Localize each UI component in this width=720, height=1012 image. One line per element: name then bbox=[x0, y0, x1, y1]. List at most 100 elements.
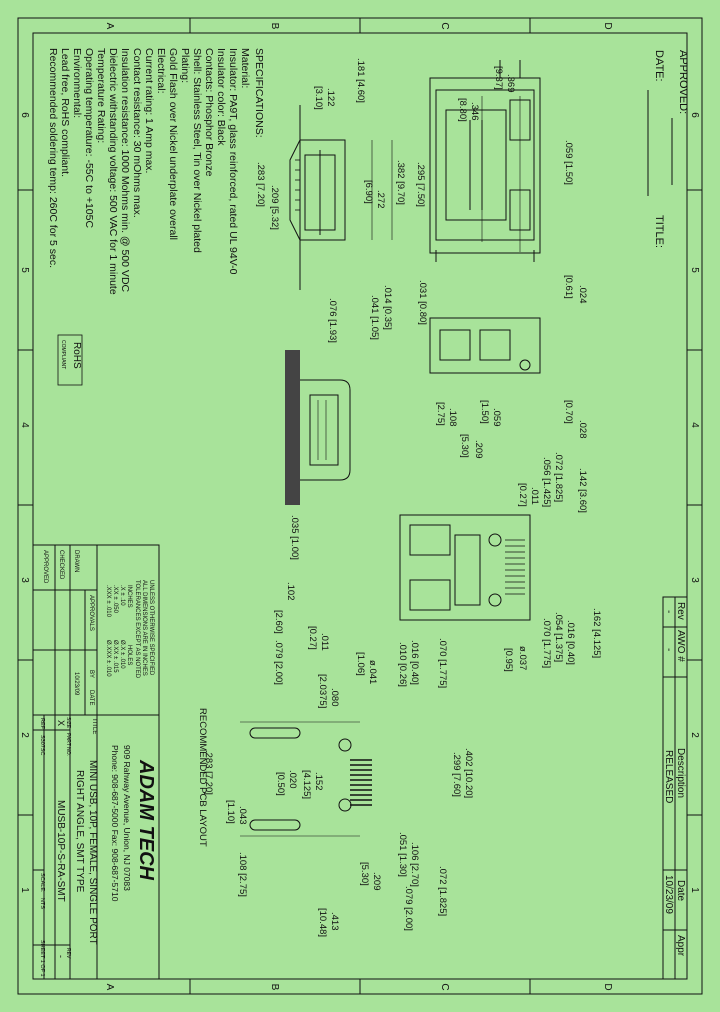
zone-d-bottom: D bbox=[602, 983, 613, 990]
spec-line-0: Material: bbox=[239, 48, 251, 88]
dim-413: .413 bbox=[329, 912, 340, 931]
dim-041b: ø.041 bbox=[367, 660, 378, 684]
title-label: TITLE: bbox=[653, 215, 665, 248]
tol-row-2: .XXX ± .010 bbox=[105, 585, 111, 618]
ref-label: REF: bbox=[39, 718, 45, 731]
size-value: X bbox=[56, 720, 66, 726]
spec-line-13: Operating temperature: -55C to +105C bbox=[83, 48, 95, 228]
dim-260: [2.60] bbox=[273, 610, 284, 634]
dim-2037: [2.0375] bbox=[317, 674, 328, 708]
zone-5-right: 5 bbox=[689, 267, 700, 273]
connector-cross-section bbox=[285, 350, 351, 505]
drawn-date: 10/23/09 bbox=[73, 672, 79, 696]
dim-024: .024 bbox=[577, 285, 588, 304]
dim-937: [9.37] bbox=[493, 66, 504, 90]
connector-side-view bbox=[289, 105, 346, 290]
dim-027: [0.27] bbox=[517, 483, 528, 507]
dim-402: .402 [10.20] bbox=[463, 748, 474, 798]
rev-header-appr: Appr bbox=[675, 935, 686, 957]
dim-880: [8.80] bbox=[457, 98, 468, 122]
rev-header-awo: AWO # bbox=[675, 630, 686, 662]
part-no-label: PART NO. bbox=[65, 733, 71, 756]
zone-ticks bbox=[18, 18, 702, 994]
rev-row-date: 10/23/09 bbox=[663, 875, 674, 914]
dim-299: .299 [7.60] bbox=[451, 752, 462, 797]
dim-014: .014 [0.35] bbox=[382, 285, 393, 330]
dim-079: .079 [2.00] bbox=[273, 640, 284, 685]
pcb-layout bbox=[240, 721, 372, 837]
spec-line-3: Contacts: Phosphor Bronze bbox=[203, 48, 215, 177]
dim-4125: [4.125] bbox=[301, 770, 312, 799]
company-phone: Phone: 908-687-5000 Fax: 908-687-5710 bbox=[110, 745, 120, 902]
zone-3-left: 3 bbox=[19, 577, 30, 583]
spec-line-9: Contact resistance: 30 mOhms max. bbox=[131, 48, 143, 218]
rev-row-awo: - bbox=[663, 648, 674, 651]
dim-283: .283 [7.20] bbox=[255, 162, 266, 207]
approved-label: APPROVED: bbox=[677, 50, 689, 114]
dim-011b: .011 bbox=[319, 633, 330, 651]
dim-050: [0.50] bbox=[275, 772, 286, 796]
dim-181: .181 [4.60] bbox=[355, 58, 366, 103]
spec-line-15: Lead free, RoHS compliant. bbox=[59, 48, 71, 177]
specifications: SPECIFICATIONS: Material: Insulator: PA9… bbox=[47, 48, 265, 295]
dim-016: .016 [0.40] bbox=[565, 620, 576, 665]
part-title-2: RIGHT ANGLE, SMT TYPE bbox=[74, 770, 85, 893]
dim-209: .209 [5.32] bbox=[269, 185, 280, 230]
dim-530b: [5.30] bbox=[359, 862, 370, 886]
dim-122: .122 bbox=[325, 88, 336, 107]
dim-037: ø.037 bbox=[517, 646, 528, 670]
dim-028: .028 bbox=[577, 420, 588, 439]
dim-382: .382 [9.70] bbox=[395, 160, 406, 205]
company-address: 909 Rahway Avenue, Union, NJ 07083 bbox=[122, 745, 132, 891]
dim-095: [0.95] bbox=[503, 648, 514, 672]
rev-header-date: Date bbox=[675, 880, 686, 902]
tol-row-0: .X ± .10 bbox=[119, 585, 125, 606]
zone-2-right: 2 bbox=[689, 732, 700, 738]
tol-row-1: .XX ± .050 bbox=[112, 585, 118, 614]
rohs-sub: COMPLIANT bbox=[60, 340, 66, 369]
dim-150b: [1.50] bbox=[479, 400, 490, 424]
tol-title-2: TOLERANCES EXCEPT AS NOTED bbox=[134, 580, 140, 679]
dim-043: .043 bbox=[237, 806, 248, 825]
tol-holes-2: Ø.XX ± .015 bbox=[112, 640, 118, 673]
spec-line-16: Recommended soldering temp: 260C for 5 s… bbox=[47, 48, 59, 268]
zone-6-left: 6 bbox=[19, 112, 30, 118]
approvals-label: APPROVALS bbox=[88, 595, 94, 631]
spec-line-8: Current rating: 1 Amp max. bbox=[143, 48, 155, 173]
tolerance-block: UNLESS OTHERWISE SPECIFIED ALL DIMENSION… bbox=[32, 544, 160, 716]
dim-079b: .079 [2.00] bbox=[403, 886, 414, 931]
rev-value: - bbox=[56, 955, 66, 958]
rohs-label: RoHS bbox=[71, 342, 82, 369]
dim-054: .054 [1.375] bbox=[553, 612, 564, 662]
zone-3-right: 3 bbox=[689, 577, 700, 583]
dim-530: [5.30] bbox=[459, 434, 470, 458]
spec-line-10: Insulation resistance: 1000 Mohms min. @… bbox=[119, 48, 131, 293]
dim-209b: .209 bbox=[473, 440, 484, 459]
dim-031: .031 [0.80] bbox=[417, 280, 428, 325]
approved-block-label: APPROVED bbox=[42, 550, 48, 584]
drawn-label: DRAWN bbox=[73, 550, 79, 572]
rev-header-desc: Description bbox=[675, 748, 686, 798]
dim-070c: .070 [1.775] bbox=[437, 638, 448, 688]
spec-line-6: Gold Flash over Nickel underplate overal… bbox=[167, 48, 179, 240]
spec-line-1: Insulator: PA9T, glass reinforced, rated… bbox=[227, 48, 239, 275]
dim-690: [6.90] bbox=[363, 180, 374, 204]
zone-c-bottom: C bbox=[439, 983, 450, 990]
dim-076: .076 [1.93] bbox=[327, 298, 338, 343]
dim-152: .152 bbox=[313, 772, 324, 791]
specs-heading: SPECIFICATIONS: bbox=[253, 48, 265, 138]
rev-header-rev: Rev bbox=[675, 602, 686, 620]
company-name: ADAM TECH bbox=[135, 759, 157, 881]
dim-110: [1.10] bbox=[225, 800, 236, 824]
checked-label: CHECKED bbox=[58, 550, 64, 580]
dim-070: .070 [1.775] bbox=[541, 618, 552, 668]
zone-c-top: C bbox=[439, 22, 450, 29]
dim-051: .051 [1.30] bbox=[397, 832, 408, 877]
dim-102: .102 bbox=[285, 582, 296, 601]
dim-056: .056 [1.425] bbox=[541, 457, 552, 507]
dim-072b: .072 [1.825] bbox=[437, 866, 448, 916]
dim-283b: .283 [7.20] bbox=[203, 750, 214, 795]
date-col-label: DATE bbox=[88, 690, 94, 706]
zone-2-left: 2 bbox=[19, 732, 30, 738]
